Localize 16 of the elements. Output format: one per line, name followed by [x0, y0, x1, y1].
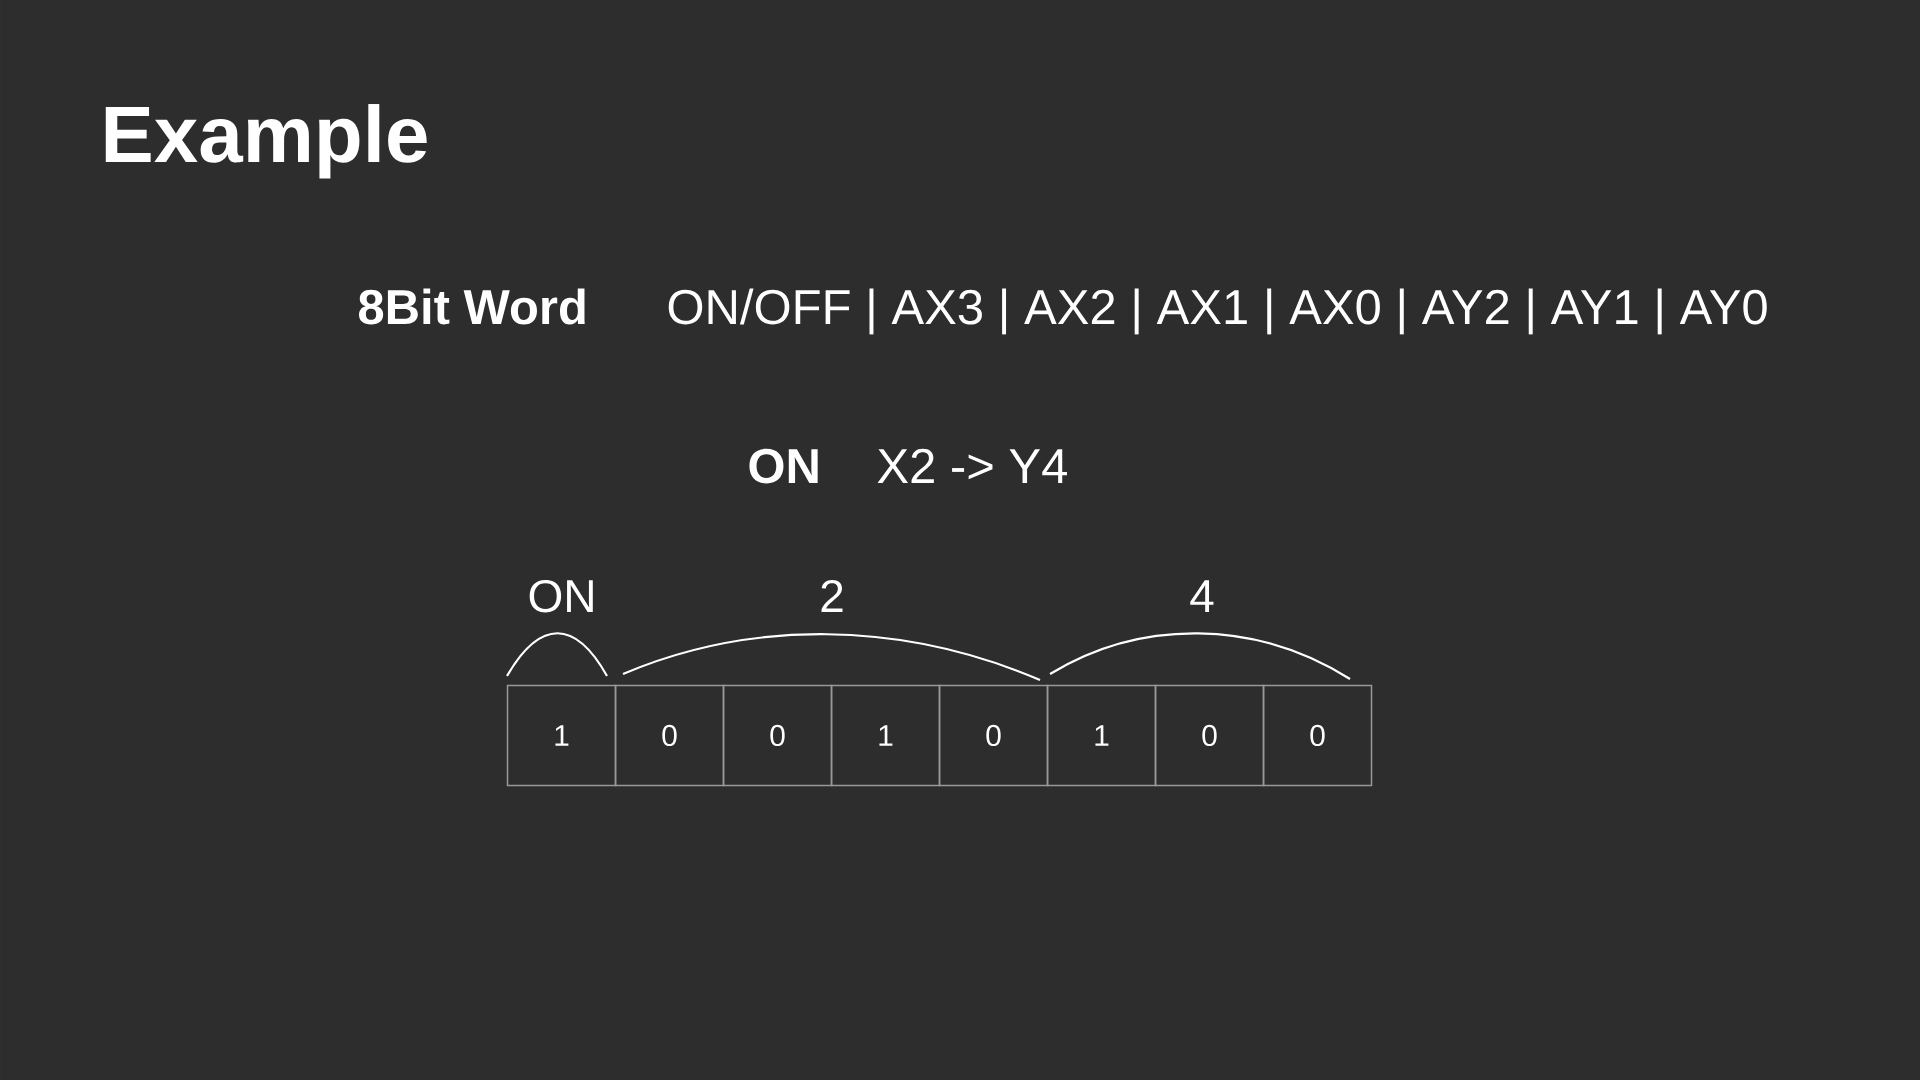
- mapping-text: X2 -> Y4: [877, 448, 1067, 483]
- title: Example: [105, 104, 427, 179]
- bit-cell: 0: [1154, 684, 1265, 787]
- bit-cell: 0: [614, 684, 725, 787]
- bit-cell: 0: [1262, 684, 1373, 787]
- group-label: 2: [821, 579, 843, 612]
- bit-cell: 0: [938, 684, 1049, 787]
- state-label: ON: [749, 448, 818, 484]
- bit-cell: 1: [506, 684, 617, 787]
- bit-field-list: ON/OFF | AX3 | AX2 | AX1 | AX0 | AY2 | AY1 | AY0: [668, 288, 1767, 335]
- group-label: ON: [529, 579, 593, 613]
- group-label: 4: [1190, 580, 1214, 612]
- bit-cell: 1: [830, 684, 941, 787]
- bit-cell: 0: [722, 684, 833, 787]
- row-label: 8Bit Word: [359, 288, 585, 325]
- bit-cell: 1: [1046, 684, 1157, 787]
